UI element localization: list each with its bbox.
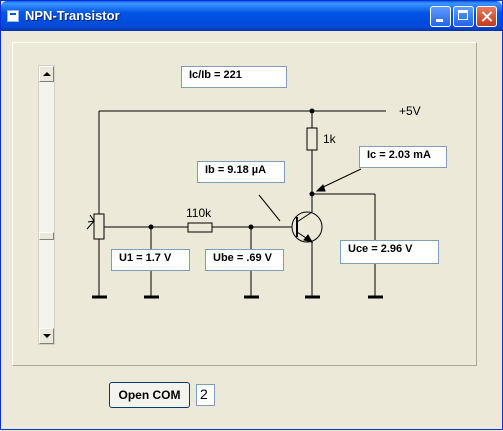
- potentiometer: [93, 213, 105, 240]
- minimize-icon[interactable]: [430, 6, 451, 27]
- app-icon[interactable]: [7, 10, 19, 22]
- u1-readout: U1 = 1.7 V: [111, 249, 190, 271]
- rc-label: 1k: [323, 132, 336, 146]
- scroll-down-arrow-icon[interactable]: [39, 328, 54, 344]
- slider-thumb[interactable]: [39, 232, 54, 240]
- circuit-panel: [12, 42, 477, 366]
- ib-pointer: [258, 194, 281, 222]
- pot-wiper-arrow: [87, 214, 95, 223]
- maximize-icon[interactable]: [453, 6, 474, 27]
- ic-ib-readout: Ic/Ib = 221: [181, 66, 287, 88]
- ib-readout: Ib = 9.18 µA: [197, 161, 285, 183]
- com-port-input[interactable]: 2: [196, 384, 215, 406]
- uce-readout: Uce = 2.96 V: [340, 240, 439, 264]
- open-com-button[interactable]: Open COM: [109, 382, 190, 408]
- collector-resistor: [306, 127, 318, 151]
- ube-readout: Ube = .69 V: [205, 249, 284, 271]
- close-icon[interactable]: [476, 6, 497, 27]
- u1-slider[interactable]: [38, 65, 55, 345]
- base-resistor: [187, 222, 213, 233]
- ic-pointer: [318, 168, 362, 190]
- scroll-up-arrow-icon[interactable]: [39, 66, 54, 82]
- ic-readout: Ic = 2.03 mA: [359, 146, 447, 168]
- title-bar[interactable]: NPN-Transistor: [1, 1, 502, 31]
- transistor-symbol: [291, 211, 323, 243]
- supply-label: +5V: [399, 104, 421, 118]
- rb-label: 110k: [186, 206, 212, 220]
- pot-wiper: [86, 220, 95, 230]
- window-title: NPN-Transistor: [25, 8, 120, 23]
